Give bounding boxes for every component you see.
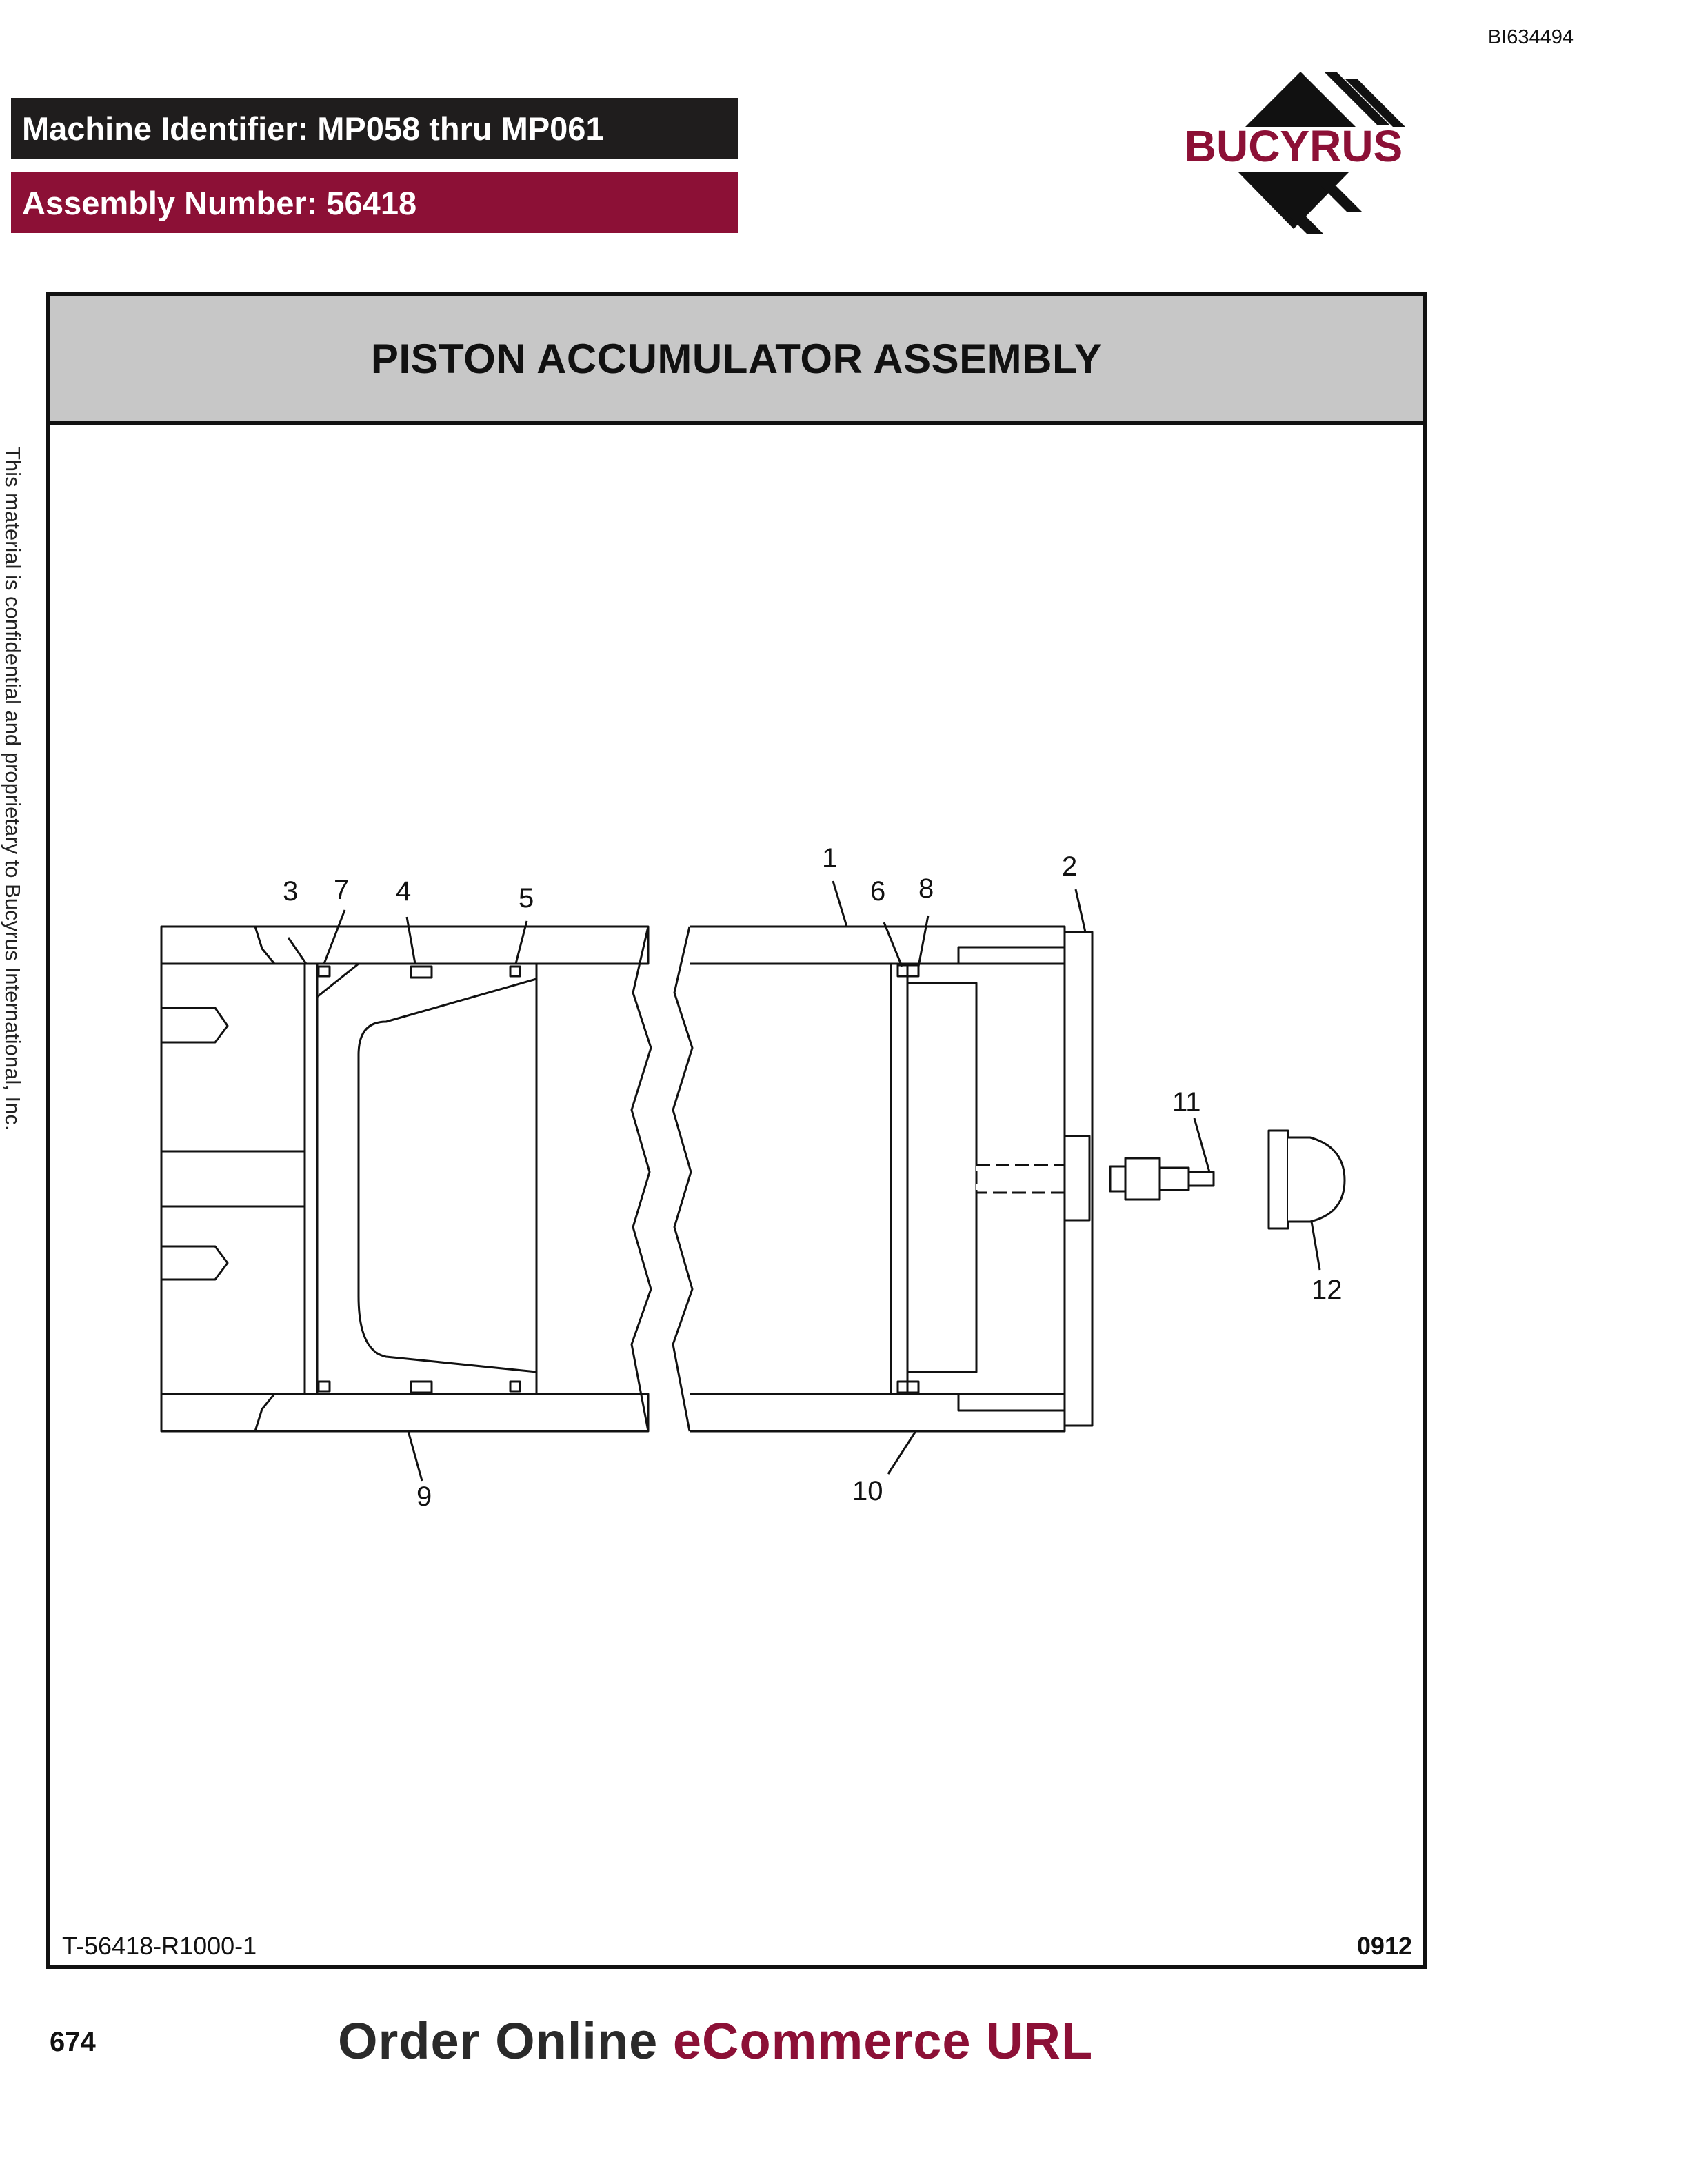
callout-7: 7	[334, 875, 349, 905]
ecommerce-url-text: eCommerce URL	[672, 2012, 1094, 2070]
callout-2: 2	[1062, 851, 1077, 882]
order-online-link[interactable]: Order Online eCommerce URL	[338, 2012, 1093, 2070]
machine-identifier-bar: Machine Identifier: MP058 thru MP061	[11, 98, 738, 159]
document-id: BI634494	[1487, 26, 1574, 48]
svg-text:BUCYRUS: BUCYRUS	[1185, 121, 1403, 171]
callout-4: 4	[396, 876, 411, 907]
confidentiality-notice: This material is confidential and propri…	[1, 447, 25, 1131]
order-online-text: Order Online	[338, 2012, 673, 2070]
callout-3: 3	[283, 876, 298, 907]
figure-date-code: 0912	[1356, 1932, 1412, 1960]
callout-1: 1	[822, 843, 837, 873]
bucyrus-logo: BUCYRUS	[1156, 72, 1431, 234]
callout-8: 8	[918, 873, 934, 904]
assembly-number-bar: Assembly Number: 56418	[11, 172, 738, 233]
callout-6: 6	[870, 876, 885, 907]
callout-9: 9	[416, 1482, 432, 1512]
callout-10: 10	[852, 1476, 883, 1506]
figure-title: PISTON ACCUMULATOR ASSEMBLY	[50, 296, 1423, 425]
figure-id: T-56418-R1000-1	[62, 1932, 257, 1960]
callout-12: 12	[1312, 1275, 1343, 1305]
callout-11: 11	[1172, 1087, 1201, 1118]
page-number: 674	[50, 2027, 96, 2057]
figure-frame: PISTON ACCUMULATOR ASSEMBLY	[46, 292, 1427, 1969]
callout-5: 5	[519, 883, 534, 913]
